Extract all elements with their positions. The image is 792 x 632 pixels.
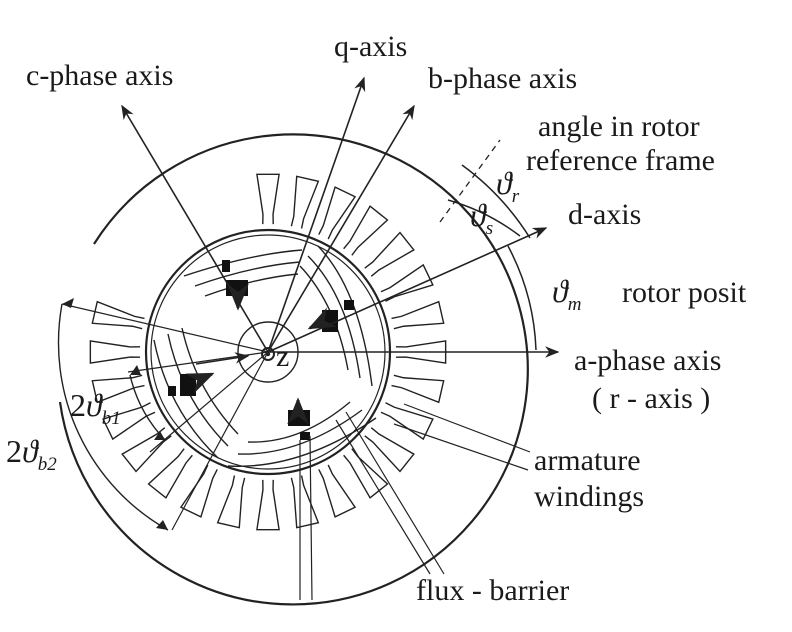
stator-slot <box>380 402 434 441</box>
stator-slot <box>91 300 145 330</box>
stator-slot <box>318 186 357 240</box>
stator-slot <box>256 479 280 531</box>
stator-slot <box>216 475 246 529</box>
shaft-arrow <box>195 352 250 365</box>
stator-slot <box>121 427 172 473</box>
stator-slot <box>91 374 145 404</box>
label-r-axis: ( r - axis ) <box>592 382 710 415</box>
angle-arc-theta-r <box>461 164 531 239</box>
d-axis-line <box>267 227 548 353</box>
center-to-left-ray-3 <box>149 351 269 453</box>
symbol-2-theta-b2: 2ϑb2 <box>6 433 57 475</box>
center-to-left-ray-1 <box>61 303 269 353</box>
label-z: z <box>276 340 289 373</box>
flux-barrier-leader-2 <box>309 435 313 601</box>
label-a-phase-axis: a-phase axis <box>574 344 721 377</box>
stator-outer-arc <box>58 133 529 606</box>
stator-slot <box>290 475 320 529</box>
label-angle-line1: angle in rotor <box>538 110 700 143</box>
stator-slot <box>380 263 434 302</box>
label-b-phase-axis: b-phase axis <box>428 62 577 95</box>
q-axis-line <box>267 76 366 353</box>
arrow-tip-b1-top <box>130 365 141 375</box>
symbol-2-theta-b1: 2ϑb1 <box>70 387 121 429</box>
arrow-tip-b1-bottom <box>154 431 165 440</box>
center-to-left-ray-4 <box>171 351 269 531</box>
angle-arc-theta-m <box>507 245 537 351</box>
label-q-axis: q-axis <box>334 30 407 63</box>
stator-slot <box>256 173 280 225</box>
flux-barrier-top <box>183 249 303 297</box>
symbol-theta-m: ϑm <box>552 273 581 315</box>
stator-slot <box>364 427 415 473</box>
armature-leader-2 <box>393 423 529 471</box>
stator-slot <box>343 448 389 499</box>
stator-slot <box>391 300 445 330</box>
armature-leader-1 <box>403 403 531 453</box>
magnet-left <box>168 372 215 396</box>
magnet-top <box>222 260 249 311</box>
angle-arc-theta-s <box>447 199 521 237</box>
stator-slot <box>290 175 320 229</box>
symbol-theta-r: ϑr <box>496 165 520 207</box>
stator-slot <box>318 464 357 518</box>
symbol-theta-s: ϑs <box>470 197 493 239</box>
stator-slot <box>102 402 156 441</box>
angle-arc-2-theta-b2 <box>57 303 169 531</box>
stator-slot <box>343 205 389 256</box>
z-axis-dot-ring <box>261 347 275 361</box>
magnet-bottom <box>287 397 310 440</box>
label-c-phase-axis: c-phase axis <box>26 59 173 92</box>
stator-slot <box>391 374 445 404</box>
label-windings: windings <box>534 480 644 513</box>
c-phase-axis-line <box>121 104 269 353</box>
label-flux-barrier: flux - barrier <box>416 574 569 607</box>
dashed-reference-line <box>439 139 501 223</box>
label-armature: armature <box>534 444 641 477</box>
flux-barrier-leader-4 <box>345 411 445 575</box>
b-phase-axis-line <box>267 104 415 353</box>
stator-slot <box>179 464 218 518</box>
flux-barrier-leader-3 <box>335 419 431 575</box>
label-rotor-posit: rotor posit <box>622 276 747 309</box>
stator-slot <box>147 448 193 499</box>
center-to-left-ray-2 <box>127 351 269 373</box>
stator-slots <box>89 173 447 531</box>
label-d-axis: d-axis <box>568 198 641 231</box>
label-angle-line2: reference frame <box>526 144 715 177</box>
stator-slot <box>364 231 415 277</box>
arrow-tip-b2-bottom <box>156 520 168 530</box>
stator-slot <box>89 340 141 364</box>
